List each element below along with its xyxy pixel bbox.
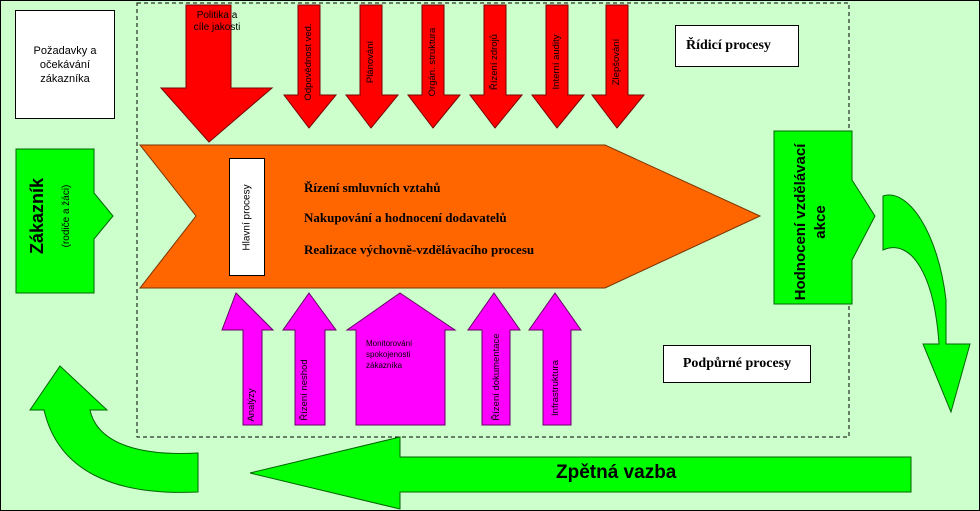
support-processes-label: Podpůrné procesy xyxy=(682,356,792,371)
main-processes-label: Hlavní procesy xyxy=(241,183,253,251)
customer-requirements-box: Požadavky a očekávání zákazníka xyxy=(15,10,115,119)
control-arrow-improvement xyxy=(590,4,646,129)
control-label-planning: Plánování xyxy=(365,40,376,84)
control-label-responsibility: Odpovědnost ved. xyxy=(303,23,314,101)
main-processes-box: Hlavní procesy xyxy=(229,158,265,276)
organization-boundary xyxy=(136,2,850,438)
curved-down-arrow xyxy=(882,194,971,414)
customer-subtitle: (rodiče a žáci) xyxy=(61,184,72,248)
control-arrow-policy xyxy=(159,4,274,143)
control-label-resources: Řízení zdrojů xyxy=(489,34,500,90)
main-item-realization: Realizace výchovně-vzdělávacího procesu xyxy=(304,242,535,257)
control-arrow-planning xyxy=(344,4,400,129)
support-label-documentation: Řízení dokumentace xyxy=(491,333,502,421)
feedback-label: Zpětná vazba xyxy=(556,462,677,483)
feedback-arrow xyxy=(249,436,912,510)
support-arrow-infrastructure xyxy=(528,292,582,426)
evaluation-label: Hodnocení vzdělávací akce xyxy=(792,143,829,301)
control-processes-box: Řídicí procesy xyxy=(675,25,799,67)
support-arrow-documentation xyxy=(467,292,521,426)
support-label-analyses: Analýzy xyxy=(246,388,257,422)
main-process-arrow xyxy=(138,144,762,289)
evaluation-arrow xyxy=(773,130,876,305)
control-label-audits: Interní audity xyxy=(551,34,562,90)
support-arrow-nonconformities xyxy=(282,292,337,426)
support-arrow-analyses xyxy=(221,292,275,426)
control-label-improvement: Zlepšování xyxy=(611,38,622,86)
customer-title: Zákazník xyxy=(27,177,47,255)
curved-up-arrow xyxy=(29,365,199,493)
main-item-contracts: Řízení smluvních vztahů xyxy=(304,180,441,195)
support-label-nonconformities: Řízení neshod xyxy=(299,359,310,421)
main-item-purchasing: Nakupování a hodnocení dodavatelů xyxy=(304,210,507,225)
support-label-monitoring: Monitorování spokojenosti zákazníka xyxy=(366,339,413,370)
support-arrow-monitoring xyxy=(345,292,457,426)
control-label-policy: Politika a cíle jakosti xyxy=(193,10,241,33)
customer-arrow xyxy=(15,148,114,294)
control-arrow-responsibility xyxy=(282,4,338,129)
support-processes-box: Podpůrné procesy xyxy=(663,345,811,383)
control-arrow-structure xyxy=(406,4,462,129)
control-arrow-audits xyxy=(530,4,586,129)
control-label-structure: Orgán. struktura xyxy=(427,27,438,97)
control-processes-label: Řídicí procesy xyxy=(686,38,771,53)
customer-requirements-label: Požadavky a očekávání zákazníka xyxy=(33,44,97,85)
support-label-infrastructure: Infrastruktura xyxy=(550,360,561,416)
control-arrow-resources xyxy=(468,4,524,129)
